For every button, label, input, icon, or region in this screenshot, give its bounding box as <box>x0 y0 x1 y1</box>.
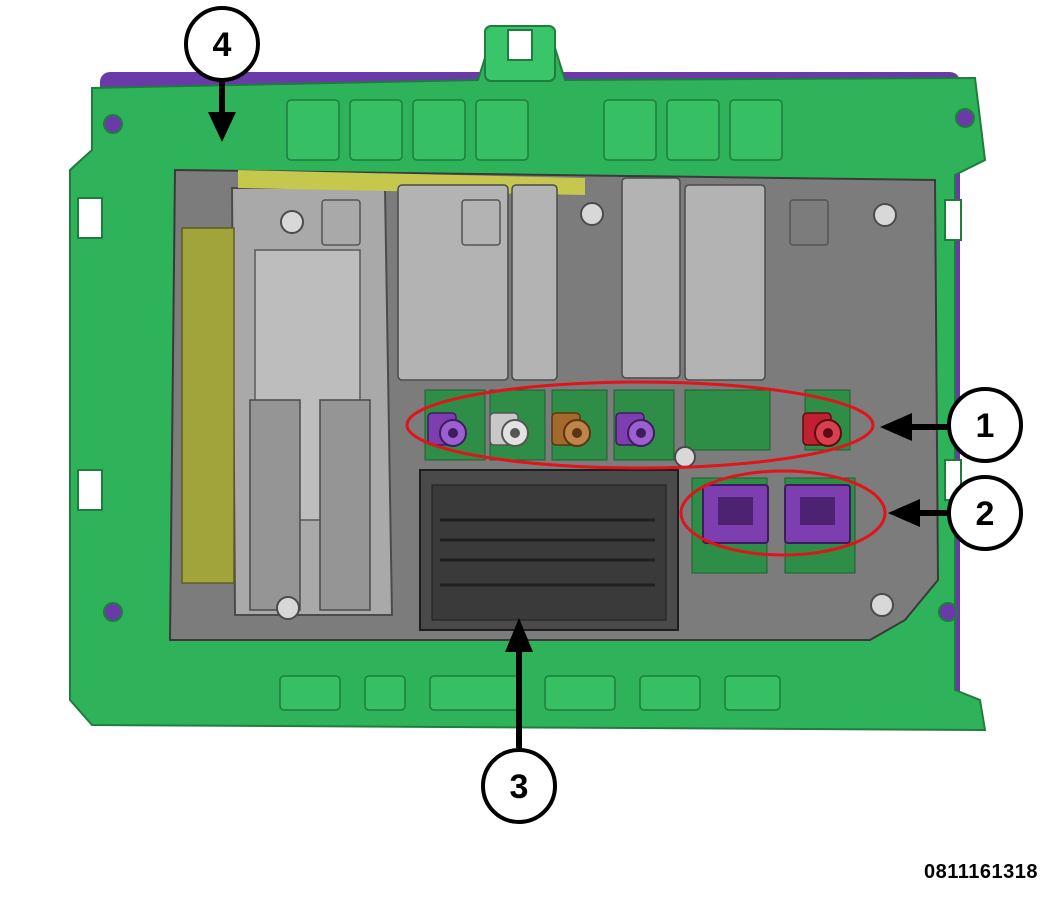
svg-text:4: 4 <box>213 26 232 64</box>
housing-screws <box>276 202 897 620</box>
callout-3: 3 <box>481 748 557 824</box>
antenna-connectors <box>427 412 842 447</box>
document-number: 0811161318 <box>923 861 1038 883</box>
data-connector-right <box>784 484 851 544</box>
coax-connector-brown <box>551 412 591 447</box>
coax-connector-red <box>802 412 842 447</box>
data-connector-left <box>702 484 769 544</box>
svg-text:3: 3 <box>510 768 529 806</box>
coax-connector-purple-2 <box>615 412 655 447</box>
callout-4: 4 <box>184 6 260 82</box>
callout-2: 2 <box>947 475 1023 551</box>
leader-arrows <box>208 82 950 748</box>
main-harness-connector <box>419 469 679 631</box>
svg-text:1: 1 <box>976 407 995 445</box>
highlight-ellipse-2 <box>679 469 887 557</box>
coax-connector-gray <box>489 412 529 447</box>
highlight-ellipse-1 <box>405 380 875 470</box>
data-connectors <box>702 484 851 544</box>
svg-text:2: 2 <box>976 495 995 533</box>
callout-1: 1 <box>947 387 1023 463</box>
module-housing <box>168 168 940 641</box>
coax-connector-purple-1 <box>427 412 467 447</box>
highlight-ellipses <box>405 380 887 557</box>
